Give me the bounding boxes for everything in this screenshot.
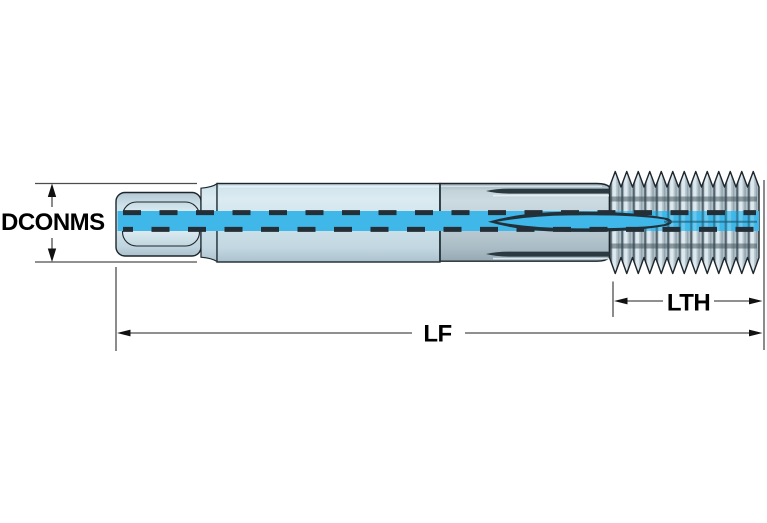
lth-label: LTH	[667, 290, 710, 317]
dconms-dimension	[35, 182, 197, 263]
lf-label: LF	[423, 320, 451, 347]
arrowhead-left-icon	[614, 297, 628, 305]
flute-top	[486, 188, 610, 194]
centerline-dashes	[123, 210, 756, 232]
flutes	[486, 188, 757, 260]
arrowhead-down-icon	[47, 248, 57, 262]
dconms-label: DCONMS	[1, 209, 105, 236]
arrowhead-right-icon	[749, 329, 763, 337]
flute-bottom-thread-trace	[610, 243, 757, 249]
flute-bottom	[486, 251, 610, 257]
flute-center-lens-blue	[497, 215, 668, 229]
lth-dimension	[612, 281, 763, 317]
arrowhead-up-icon	[47, 183, 57, 197]
flute-top-thread-trace	[610, 196, 757, 202]
arrowhead-right-icon	[749, 297, 763, 305]
arrowhead-left-icon	[117, 329, 131, 337]
lf-dimension	[115, 180, 765, 351]
